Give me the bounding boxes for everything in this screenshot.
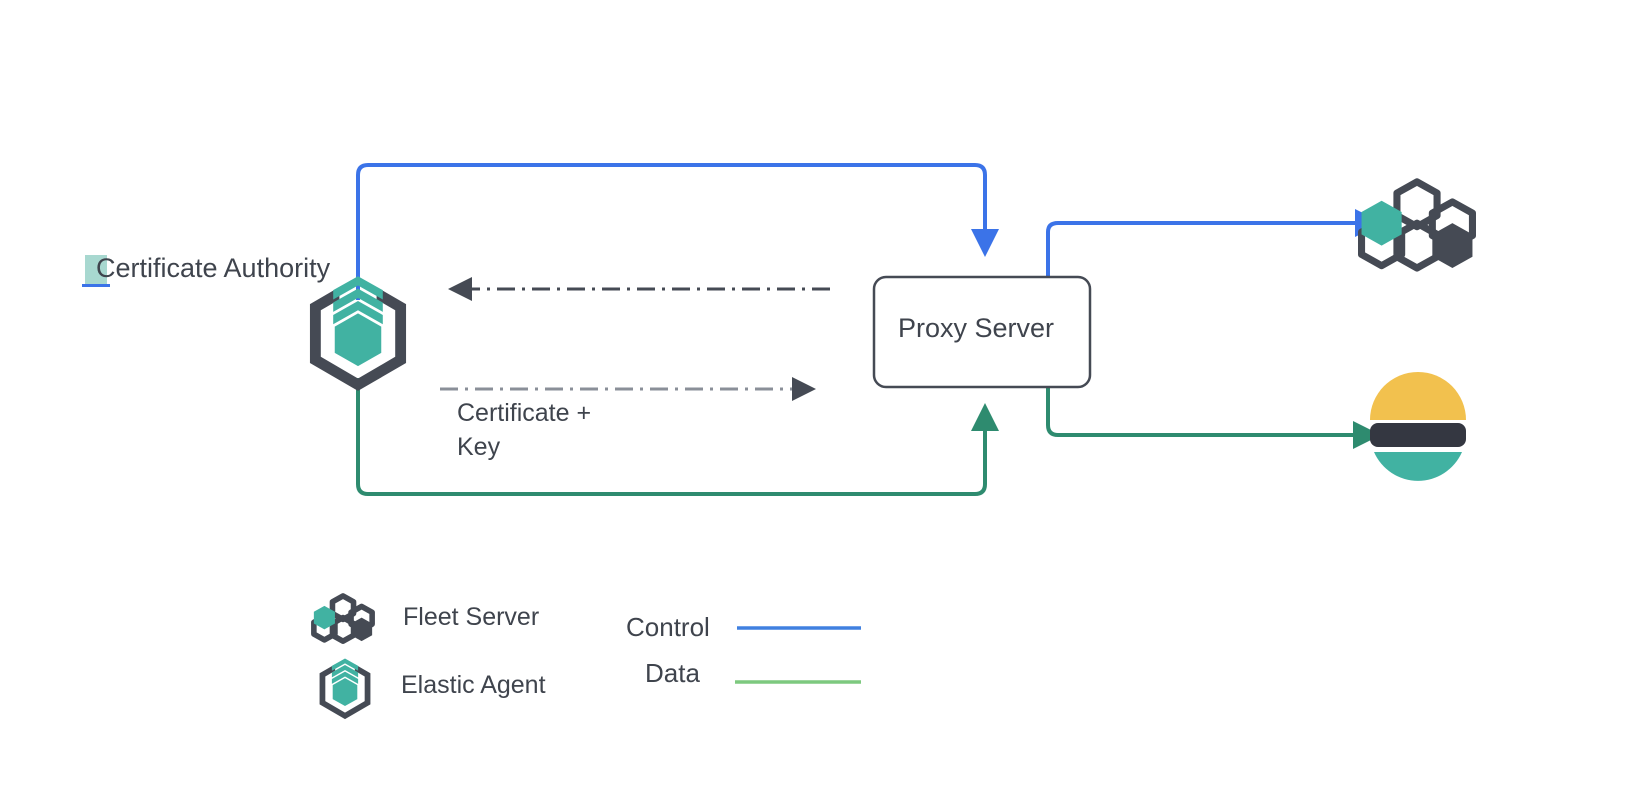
certificate-key-line2: Key <box>457 433 501 461</box>
edge-control-proxy-to-fleet <box>1046 209 1383 276</box>
edge-data-ca-to-proxy <box>356 378 999 496</box>
legend-line-label-data: Data <box>645 658 700 688</box>
elasticsearch-icon <box>1370 372 1466 481</box>
certificate-key-line1: Certificate + <box>457 399 592 427</box>
certificate-key-edge-label: Certificate + Key <box>457 396 591 464</box>
fleet-server-icon <box>1357 178 1477 272</box>
legend-item-label-elastic-agent: Elastic Agent <box>401 671 546 699</box>
certificate-authority-text-underline <box>82 284 110 287</box>
legend-fleet-server-icon <box>311 593 375 644</box>
legend-item-label-fleet-server: Fleet Server <box>403 603 540 631</box>
elastic-agent-icon <box>309 276 407 391</box>
legend-line-label-control: Control <box>626 612 710 642</box>
edge-control-ca-to-proxy <box>356 163 999 300</box>
proxy-server-label: Proxy Server <box>898 313 1055 343</box>
legend-elastic-agent-icon <box>319 658 371 720</box>
edge-data-proxy-to-elasticsearch <box>1046 388 1381 449</box>
certificate-authority-text-highlight <box>85 255 107 286</box>
certificate-authority-label: Certificate Authority <box>96 253 331 283</box>
proxy-server-node[interactable] <box>872 275 1092 389</box>
